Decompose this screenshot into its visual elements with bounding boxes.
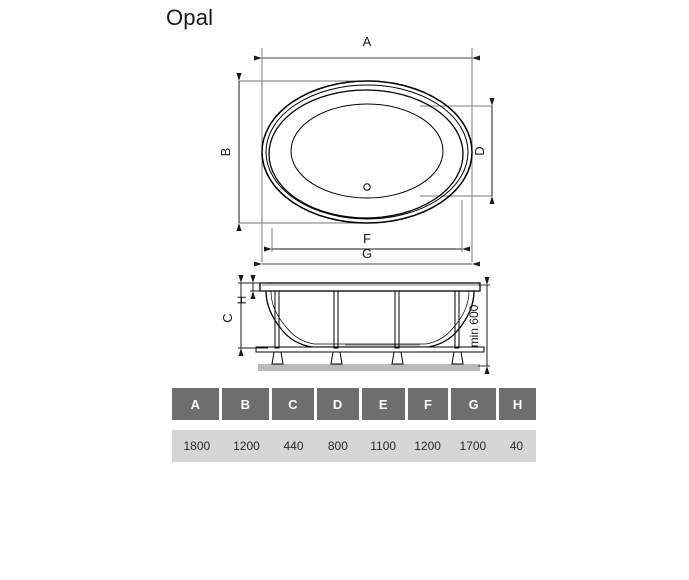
support-frame bbox=[255, 290, 485, 365]
dimension-F-extension bbox=[271, 200, 463, 252]
dimension-min-600: min 600 bbox=[467, 277, 490, 374]
dimension-label-D: D bbox=[472, 146, 487, 155]
spec-header-cell-g: G bbox=[451, 388, 497, 420]
min-clearance-note: min 600 bbox=[467, 304, 481, 347]
dimension-label-A: A bbox=[363, 34, 372, 49]
dimension-label-B: B bbox=[218, 148, 233, 157]
dimension-label-H: H bbox=[235, 296, 249, 305]
tub-outline-top bbox=[261, 80, 473, 224]
top-view-group: A B D F bbox=[218, 34, 495, 267]
page-title: Opal bbox=[166, 5, 214, 30]
adjustable-legs bbox=[271, 351, 464, 365]
tub-shell-outline bbox=[265, 290, 475, 348]
spec-header-cell-h: H bbox=[499, 388, 536, 420]
spec-value-cell-a: 1800 bbox=[183, 439, 211, 453]
spec-header-cell-a: A bbox=[172, 388, 220, 420]
spec-header-cell-d: D bbox=[316, 388, 359, 420]
spec-value-cell-b: 1200 bbox=[233, 439, 260, 453]
dimension-B: B bbox=[218, 73, 242, 231]
spec-header-cell-b: B bbox=[222, 388, 270, 420]
dimension-label-C: C bbox=[220, 313, 235, 322]
spec-value-cell-f: 1200 bbox=[414, 439, 441, 453]
dimension-C: C bbox=[220, 275, 244, 356]
tub-rim bbox=[259, 282, 481, 292]
dimension-H: H bbox=[235, 275, 256, 305]
spec-value-cell-g: 1700 bbox=[459, 439, 487, 453]
front-elevation-group: H C min 600 bbox=[220, 275, 490, 374]
dimension-label-F: F bbox=[363, 231, 371, 246]
floor-line bbox=[258, 364, 480, 371]
spec-header-cell-f: F bbox=[408, 388, 449, 420]
spec-value-cell-c: 440 bbox=[283, 439, 304, 453]
dimension-G: G bbox=[254, 246, 480, 267]
dimension-F: F bbox=[264, 231, 470, 252]
spec-header-cell-e: E bbox=[361, 388, 406, 420]
spec-header-cell-c: C bbox=[272, 388, 314, 420]
outer-rim-ellipse bbox=[261, 80, 473, 224]
spec-value-cell-d: 800 bbox=[327, 439, 348, 453]
frame-posts bbox=[274, 290, 460, 349]
dimension-A: A bbox=[254, 34, 480, 61]
rim-inner-ellipse bbox=[265, 84, 469, 220]
top-view-extension-lines bbox=[239, 48, 492, 262]
spec-value-cell-h: 40 bbox=[509, 439, 524, 453]
dimension-label-G: G bbox=[362, 246, 372, 261]
bowl-inner-ellipse bbox=[290, 103, 444, 199]
bowl-ellipse bbox=[268, 89, 464, 219]
dimension-D: D bbox=[472, 98, 495, 204]
spec-table-value-row: 1800 1200 440 800 1100 1200 1700 40 bbox=[172, 430, 536, 462]
front-view-extension-lines bbox=[238, 282, 268, 349]
tub-shell-inner bbox=[270, 290, 470, 345]
drain-hole-icon bbox=[363, 183, 371, 191]
spec-value-cell-e: 1100 bbox=[370, 439, 397, 453]
